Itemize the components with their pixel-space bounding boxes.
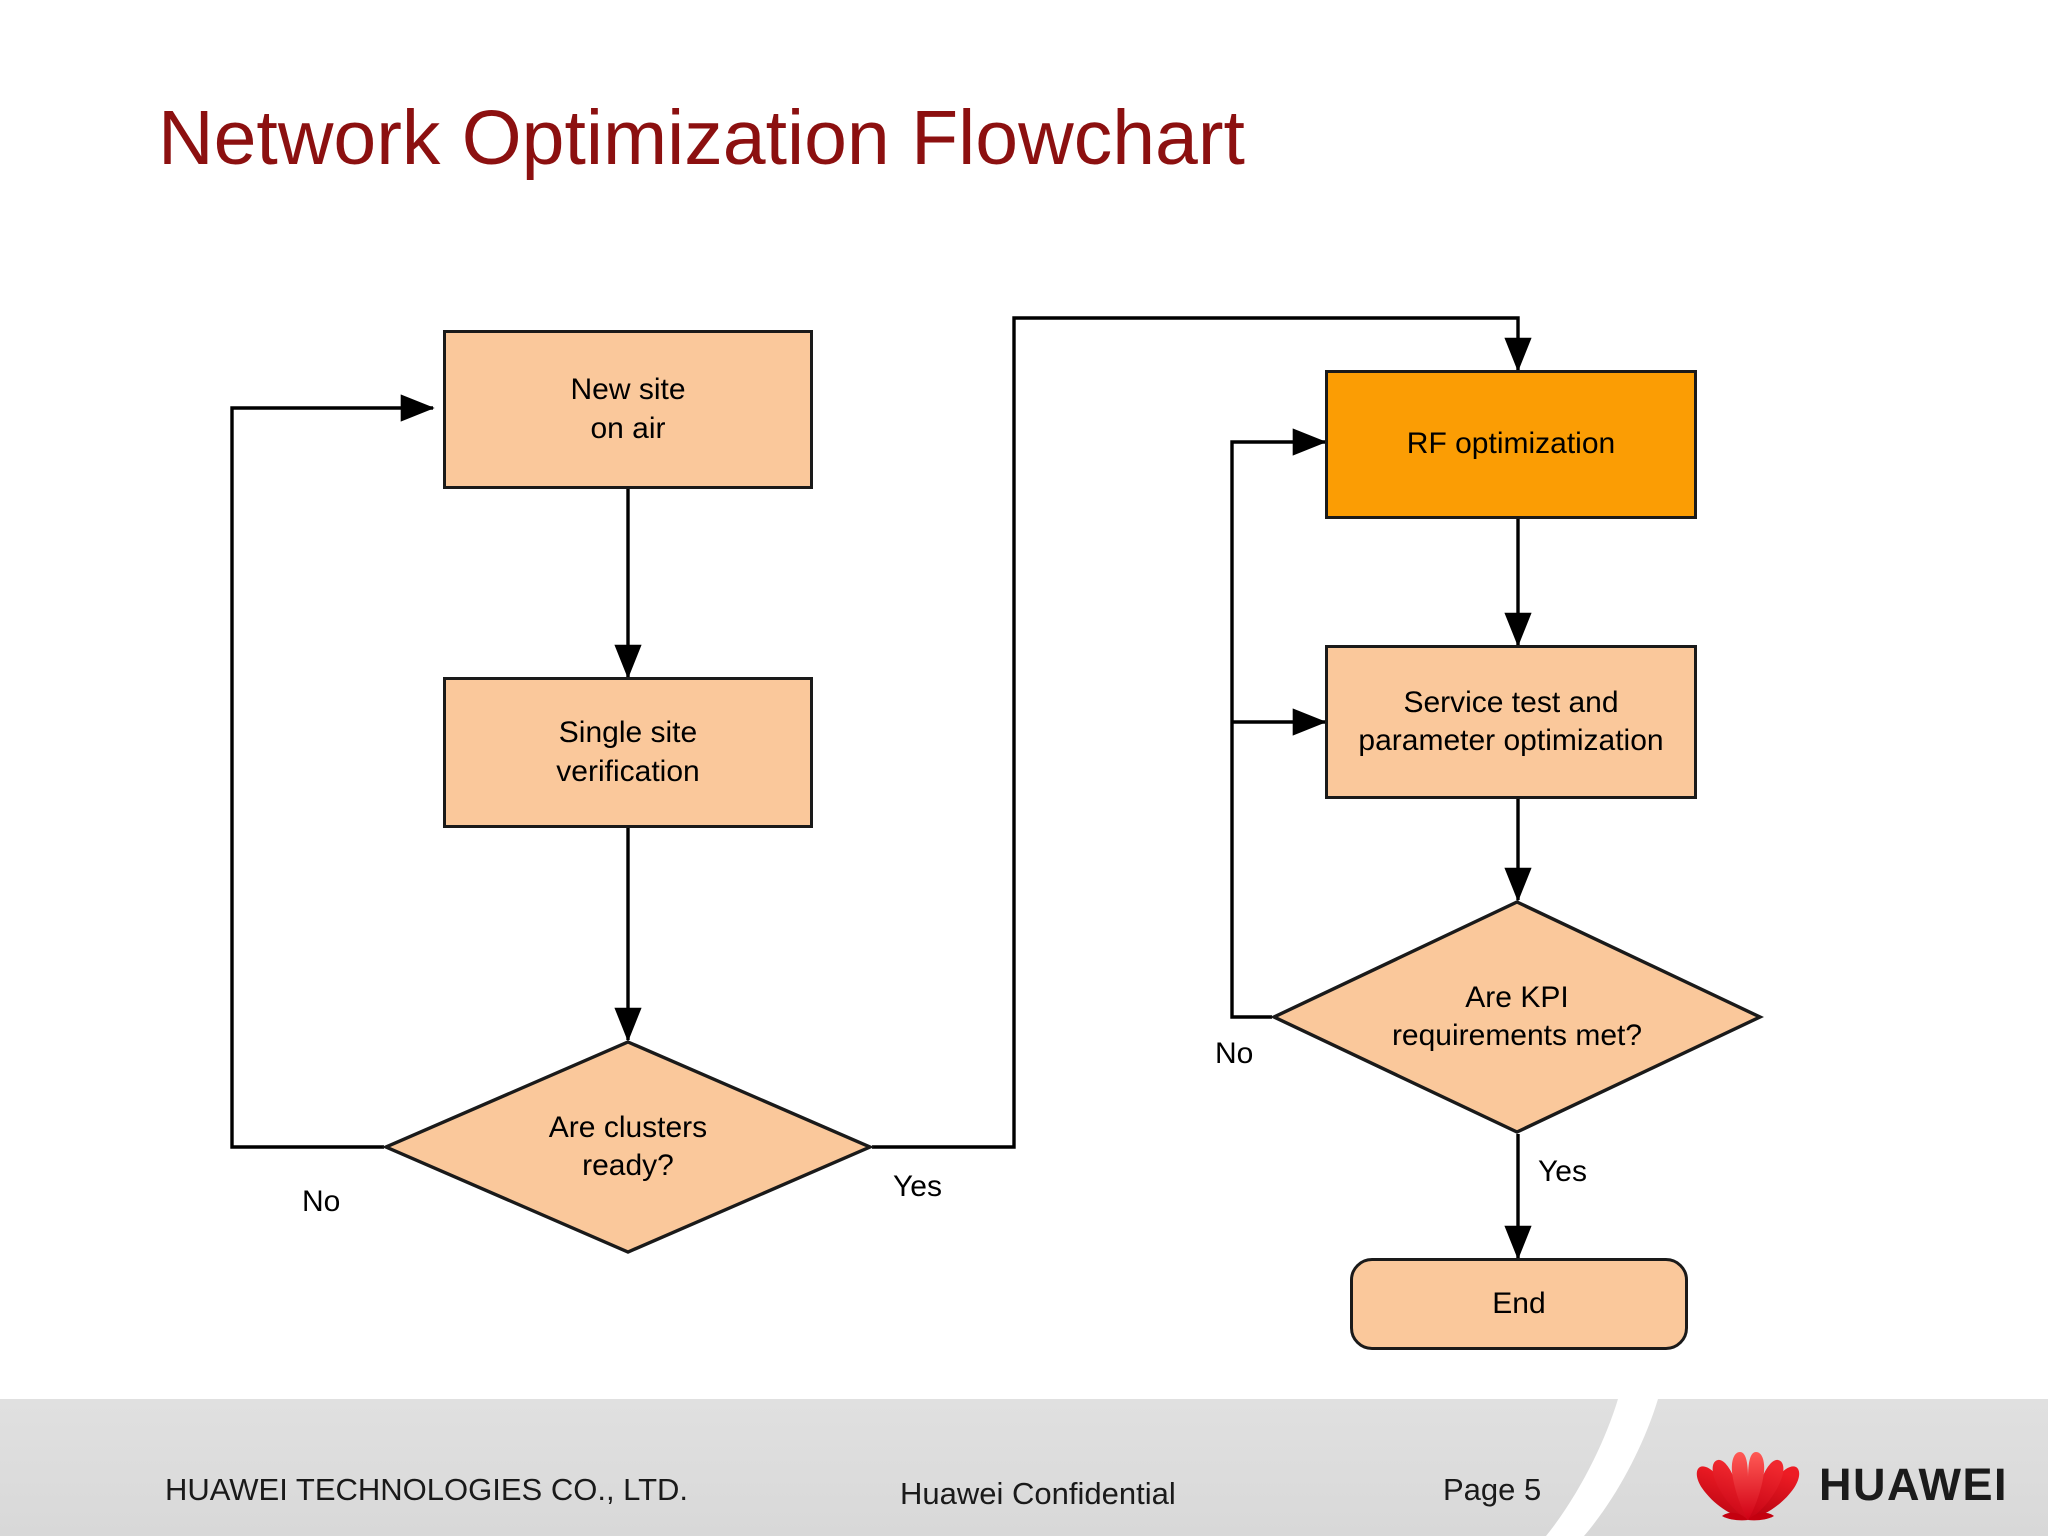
flowchart-connectors (230, 316, 1532, 1260)
node-end[interactable]: End (1350, 1258, 1688, 1350)
edge-label-kpi-no: No (1215, 1037, 1254, 1070)
huawei-flower-icon (1696, 1452, 1800, 1521)
edge-label-kpi-yes: Yes (1538, 1155, 1587, 1188)
node-new-site[interactable]: New site on air (443, 330, 813, 489)
footer-swoosh-divider (1546, 1399, 1658, 1536)
node-rf-optimization[interactable]: RF optimization (1325, 370, 1697, 519)
node-are-kpi-requirements-met[interactable]: Are KPI requirements met? (1270, 900, 1764, 1134)
edge-clusters-no (230, 394, 435, 1149)
footer-page-number: Page 5 (1443, 1472, 1542, 1507)
node-single-site-verification[interactable]: Single site verification (443, 677, 813, 828)
footer-company-name: HUAWEI TECHNOLOGIES CO., LTD. (165, 1472, 689, 1507)
edge-clusters-yes (872, 316, 1532, 1149)
footer-confidentiality-notice: Huawei Confidential (900, 1476, 1176, 1511)
flowchart-diagram: New site on air Single site verification… (230, 316, 1764, 1350)
page-title: Network Optimization Flowchart (158, 95, 1245, 181)
diamond-shape-kpi (1270, 900, 1764, 1134)
node-are-clusters-ready[interactable]: Are clusters ready? (381, 1040, 875, 1254)
edge-label-clusters-yes: Yes (893, 1170, 942, 1203)
huawei-logo-wordmark: HUAWEI (1819, 1459, 2008, 1510)
edge-label-clusters-no: No (302, 1185, 341, 1218)
diamond-shape-clusters (381, 1040, 875, 1254)
huawei-logo: HUAWEI (1693, 1441, 2008, 1529)
edge-kpi-no-rfopt (1230, 428, 1327, 1019)
node-service-test-parameter-optimization[interactable]: Service test and parameter optimization (1325, 645, 1697, 799)
